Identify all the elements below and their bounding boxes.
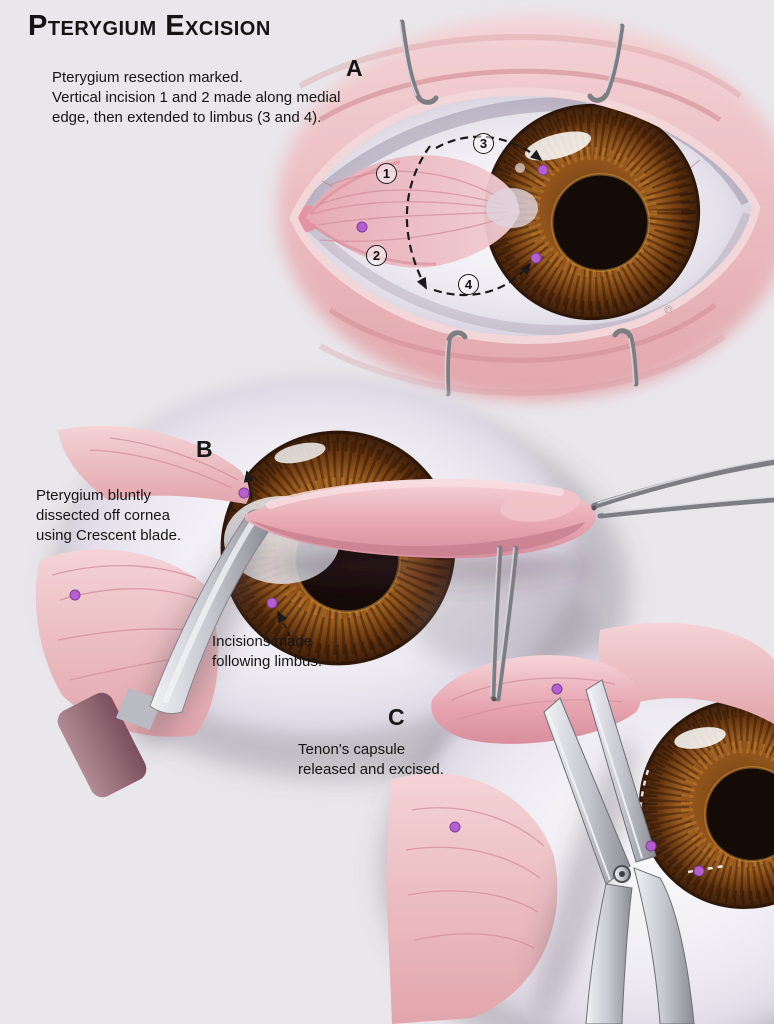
panel-c-illustration [380, 545, 774, 1024]
panel-b-sub-caption: Incisions made following limbus. [212, 633, 323, 670]
scissor-shank-back [633, 867, 695, 1024]
scissors [543, 679, 695, 1024]
medial-incision-line [405, 145, 431, 290]
scissors-shadow [534, 737, 636, 1023]
forceps-shadow-c [410, 570, 590, 670]
annotation-4: 4 [458, 274, 479, 295]
crescent-blade [57, 509, 271, 798]
pterygium-head [486, 188, 538, 228]
annotation-2: 2 [366, 245, 387, 266]
corneal-highlight-b [274, 442, 326, 464]
scissor-shank-front [585, 883, 633, 1024]
artist-credit: © [661, 304, 674, 314]
dissection-arrow [243, 470, 254, 501]
fibrous-strands [311, 170, 509, 242]
page-title: Pterygium Excision [28, 10, 271, 42]
corneal-glint-a [515, 163, 525, 173]
marking-dots-b [69, 487, 278, 609]
blade-ferrule [116, 688, 162, 730]
marking-dots-a [356, 164, 549, 264]
speculum-hooks [399, 19, 639, 397]
eyelid-creases [298, 34, 742, 396]
marking-dots-c [449, 683, 705, 877]
blade-handle [57, 692, 147, 798]
panel-a-caption: Pterygium resection marked. Vertical inc… [52, 69, 341, 126]
panel-b-caption: Pterygium bluntly dissected off cornea u… [36, 487, 182, 544]
annotation-1: 1 [376, 163, 397, 184]
flap-curl [500, 488, 580, 522]
panel-a-label: A [346, 55, 363, 81]
tenons-fold [431, 655, 641, 744]
panel-c-caption: Tenon's capsule released and excised. [298, 741, 444, 778]
conjunctiva-left-c [386, 773, 558, 1024]
limbus-pointer-arrow [277, 610, 291, 637]
panel-a-illustration: © [277, 16, 774, 400]
scissor-blade-front-edge [547, 711, 611, 881]
annotation-3: 3 [473, 133, 494, 154]
panel-b-label: B [196, 436, 213, 462]
forceps-c [490, 545, 519, 702]
scissor-blade-back [585, 679, 657, 863]
upper-lid-c [598, 622, 774, 724]
flap-highlight [266, 479, 564, 509]
panel-c-label: C [388, 704, 405, 730]
blade-highlight [163, 517, 257, 703]
conjunctiva-upper-left [58, 425, 250, 504]
limbus-cut-marks [638, 769, 725, 889]
scissor-blade-back-edge [589, 691, 643, 859]
limbus-extension-4 [433, 262, 532, 297]
corneal-highlight-c [674, 727, 726, 749]
forceps-b [591, 458, 774, 519]
